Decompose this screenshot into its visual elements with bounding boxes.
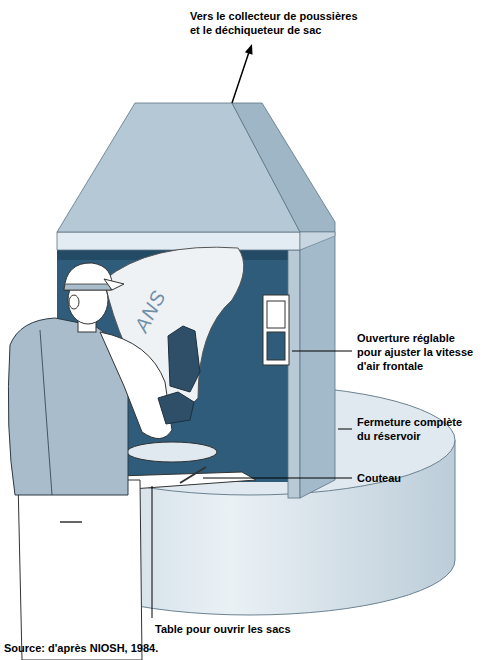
knife: [180, 467, 206, 483]
booth-band: [57, 232, 300, 250]
ear: [69, 295, 79, 309]
window-pane: [267, 301, 285, 328]
hood-side: [232, 103, 335, 232]
callout-label: Ouverture réglable pour ajuster la vites…: [357, 331, 478, 373]
glove: [168, 326, 200, 392]
leader-line: [292, 351, 352, 352]
trousers: [18, 480, 142, 660]
booth-band-side: [300, 232, 335, 250]
bag-print: ANS: [130, 286, 170, 335]
cap: [64, 263, 112, 290]
leader-line: [338, 429, 352, 430]
booth-post: [288, 250, 300, 498]
callout-label: Couteau: [357, 471, 401, 485]
vest-seam: [40, 330, 52, 495]
pocket: [60, 521, 82, 523]
booth-side-panel: [300, 232, 335, 498]
worker: [8, 247, 243, 660]
callout-label: Table pour ouvrir les sacs: [155, 622, 291, 636]
arrowhead: [245, 44, 253, 55]
callout-label: Fermeture complète du réservoir: [357, 415, 469, 443]
cap-bill: [104, 279, 124, 290]
sleeve: [100, 332, 172, 439]
bag-hole: [127, 442, 217, 462]
glove: [158, 392, 194, 424]
leaders: [152, 44, 352, 618]
caption: Source: d'après NIOSH, 1984.: [4, 641, 158, 655]
window-slot: [267, 332, 285, 360]
leader-line: [203, 478, 352, 479]
adjustable-opening: [263, 295, 289, 365]
window-frame: [263, 295, 289, 365]
destination-label: Vers le collecteur de poussières et le d…: [190, 9, 365, 37]
cap-band: [64, 284, 111, 290]
exhaust-arrow: [232, 52, 249, 103]
leader-line: [152, 486, 153, 618]
